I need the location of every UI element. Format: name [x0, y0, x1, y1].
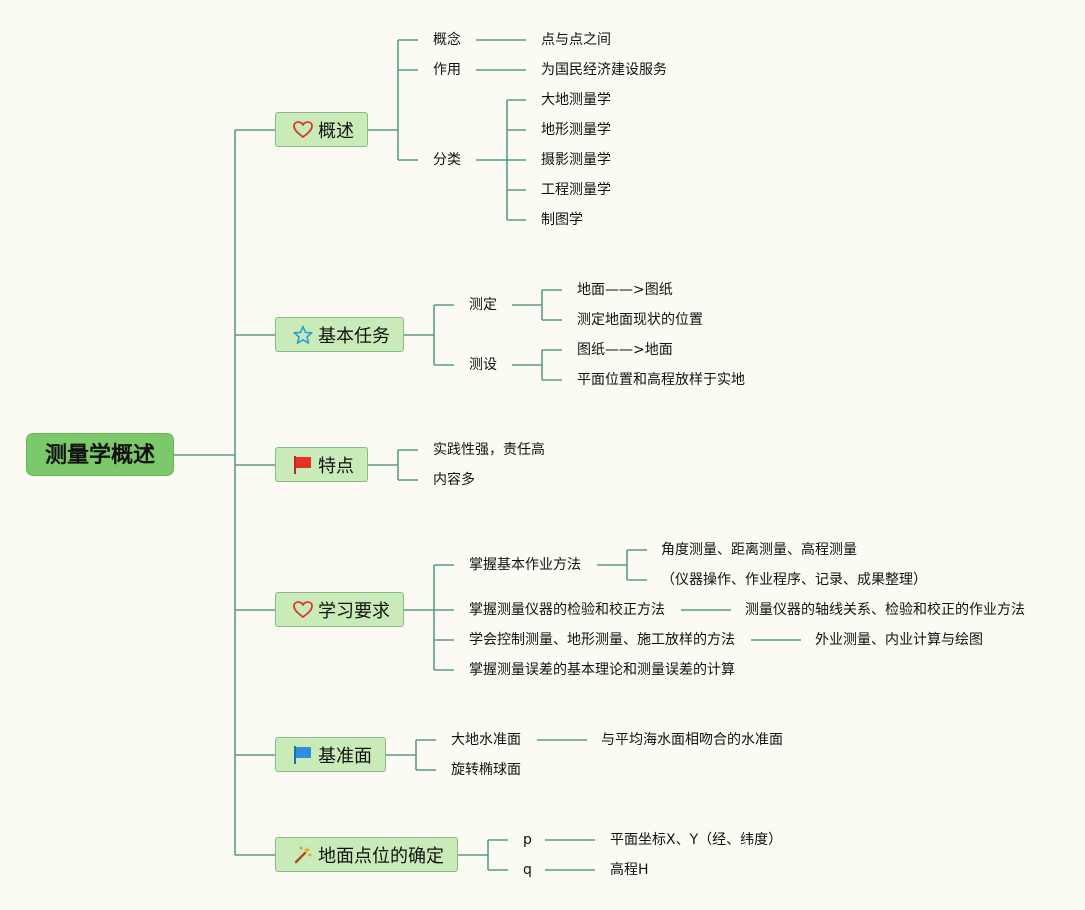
- role-label[interactable]: 作用: [433, 62, 461, 78]
- coordinate-label[interactable]: q: [523, 862, 532, 878]
- setout-label[interactable]: 测设: [469, 357, 497, 373]
- coordinate-detail[interactable]: 高程H: [610, 862, 649, 878]
- topic-features[interactable]: 特点: [275, 447, 368, 482]
- topic-ground-point-position[interactable]: 地面点位的确定: [275, 837, 458, 872]
- heart-icon: [292, 119, 314, 141]
- topic-overview[interactable]: 概述: [275, 112, 368, 147]
- datum-detail[interactable]: 与平均海水面相吻合的水准面: [601, 732, 783, 748]
- coordinate-detail[interactable]: 平面坐标X、Y（经、纬度）: [610, 832, 783, 848]
- measure-item[interactable]: 地面——>图纸: [577, 282, 673, 298]
- requirement-label[interactable]: 掌握基本作业方法: [469, 557, 581, 573]
- requirement-label[interactable]: 学会控制测量、地形测量、施工放样的方法: [469, 632, 735, 648]
- setout-item[interactable]: 图纸——>地面: [577, 342, 673, 358]
- requirement-label[interactable]: 掌握测量仪器的检验和校正方法: [469, 602, 665, 618]
- topic-label: 地面点位的确定: [318, 845, 444, 867]
- topic-basic-tasks[interactable]: 基本任务: [275, 317, 404, 352]
- role-value[interactable]: 为国民经济建设服务: [541, 62, 667, 78]
- category-item[interactable]: 地形测量学: [541, 122, 611, 138]
- category-item[interactable]: 摄影测量学: [541, 152, 611, 168]
- root-topic[interactable]: 测量学概述: [26, 433, 174, 476]
- topic-label: 基准面: [318, 745, 372, 767]
- red-flag-icon: [292, 454, 314, 476]
- feature-item[interactable]: 实践性强，责任高: [433, 442, 545, 458]
- magic-wand-icon: [292, 844, 314, 866]
- measure-label[interactable]: 测定: [469, 297, 497, 313]
- blue-flag-icon: [292, 744, 314, 766]
- requirement-label[interactable]: 掌握测量误差的基本理论和测量误差的计算: [469, 662, 735, 678]
- requirement-detail[interactable]: 角度测量、距离测量、高程测量: [661, 542, 857, 558]
- concept-label[interactable]: 概念: [433, 32, 461, 48]
- topic-label: 特点: [318, 455, 354, 477]
- requirement-detail[interactable]: （仪器操作、作业程序、记录、成果整理）: [661, 572, 927, 588]
- category-item[interactable]: 工程测量学: [541, 182, 611, 198]
- category-item[interactable]: 大地测量学: [541, 92, 611, 108]
- star-icon: [292, 324, 314, 346]
- measure-item[interactable]: 测定地面现状的位置: [577, 312, 703, 328]
- heart-icon: [292, 599, 314, 621]
- coordinate-label[interactable]: p: [523, 832, 532, 848]
- requirement-detail[interactable]: 外业测量、内业计算与绘图: [815, 632, 983, 648]
- category-item[interactable]: 制图学: [541, 212, 583, 228]
- requirement-detail[interactable]: 测量仪器的轴线关系、检验和校正的作业方法: [745, 602, 1025, 618]
- category-label[interactable]: 分类: [433, 152, 461, 168]
- topic-datum[interactable]: 基准面: [275, 737, 386, 772]
- datum-label[interactable]: 大地水准面: [451, 732, 521, 748]
- topic-label: 基本任务: [318, 325, 390, 347]
- topic-learning-requirements[interactable]: 学习要求: [275, 592, 404, 627]
- concept-value[interactable]: 点与点之间: [541, 32, 611, 48]
- topic-label: 学习要求: [318, 600, 390, 622]
- feature-item[interactable]: 内容多: [433, 472, 475, 488]
- topic-label: 概述: [318, 120, 354, 142]
- datum-label[interactable]: 旋转椭球面: [451, 762, 521, 778]
- setout-item[interactable]: 平面位置和高程放样于实地: [577, 372, 745, 388]
